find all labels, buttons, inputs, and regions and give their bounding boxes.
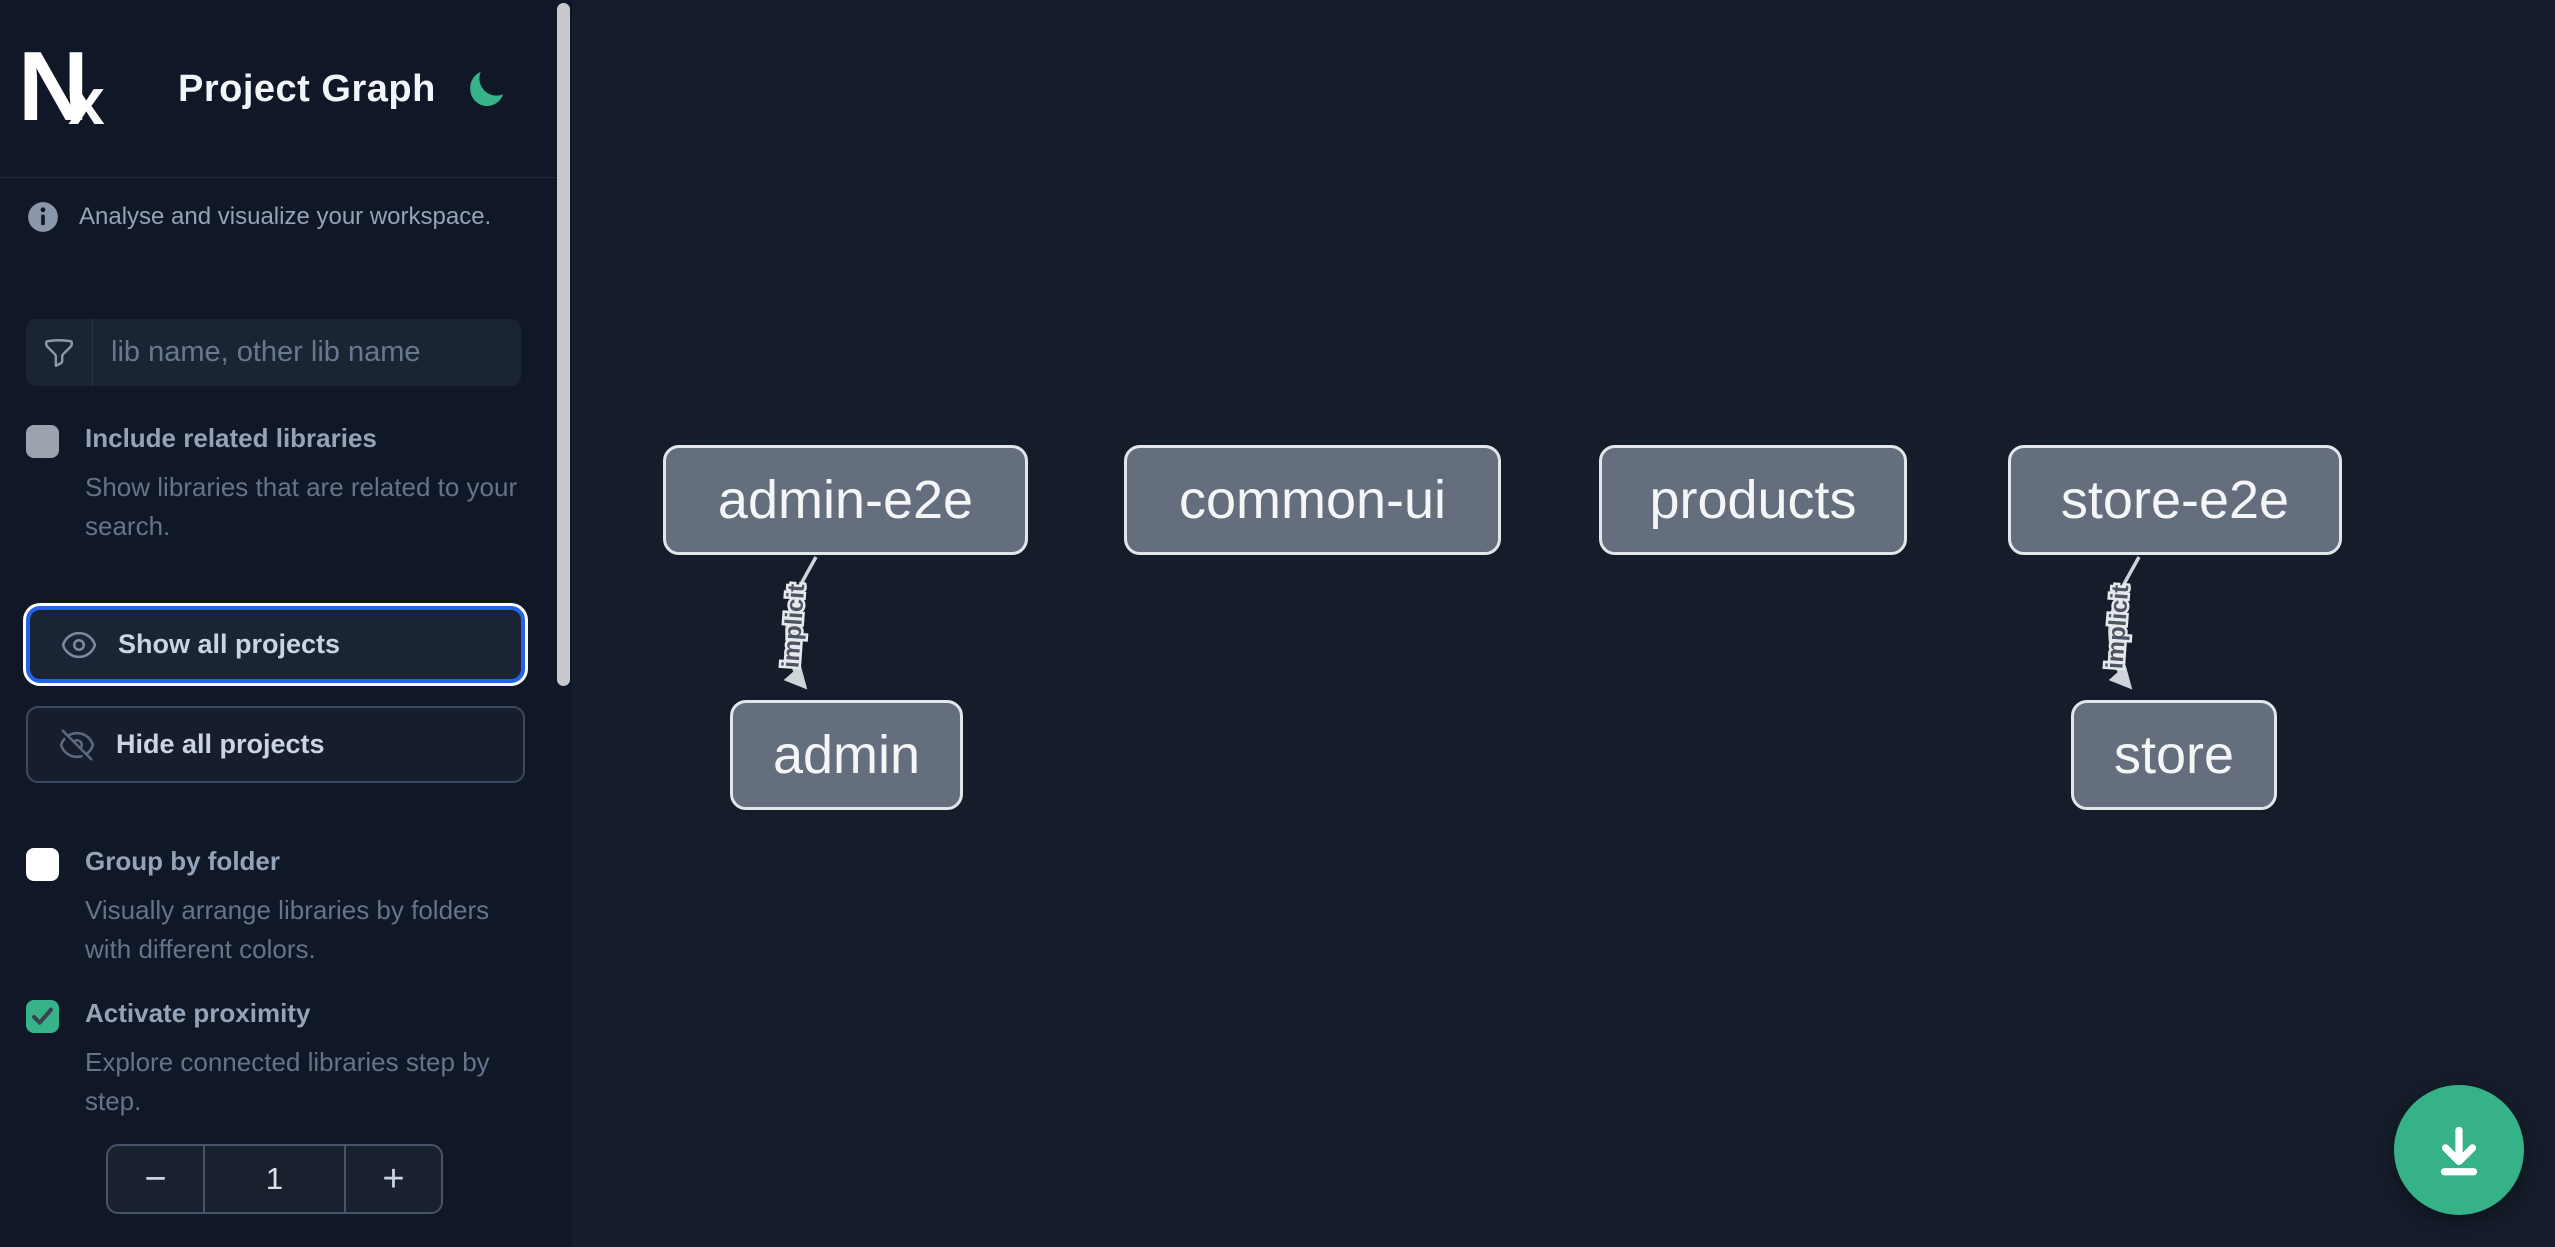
info-icon bbox=[28, 202, 58, 232]
search-input[interactable] bbox=[93, 319, 521, 386]
edge-admin-e2e-admin bbox=[783, 556, 818, 690]
nx-logo-x: x bbox=[68, 64, 105, 134]
dark-mode-toggle[interactable] bbox=[462, 66, 510, 114]
option-description: Explore connected libraries step by step… bbox=[85, 1047, 490, 1116]
activate-proximity-checkbox[interactable] bbox=[26, 1000, 59, 1033]
graph-node-admin[interactable]: admin bbox=[730, 700, 963, 810]
option-label: Group by folder bbox=[85, 846, 280, 876]
project-graph-canvas[interactable]: implicit implicit admin-e2e common-ui pr… bbox=[572, 0, 2555, 1247]
eye-icon bbox=[61, 631, 97, 658]
graph-node-products[interactable]: products bbox=[1599, 445, 1907, 555]
filter-search bbox=[26, 319, 521, 386]
page-title: Project Graph bbox=[178, 68, 436, 110]
funnel-icon bbox=[26, 319, 93, 386]
hide-all-projects-button[interactable]: Hide all projects bbox=[26, 706, 525, 783]
increment-button[interactable]: + bbox=[344, 1146, 441, 1212]
check-icon bbox=[32, 1007, 53, 1025]
hide-all-projects-label: Hide all projects bbox=[116, 729, 325, 759]
show-all-projects-button[interactable]: Show all projects bbox=[26, 606, 525, 683]
option-activate-proximity: Activate proximity Explore connected lib… bbox=[26, 998, 536, 1121]
sidebar-scrollbar[interactable] bbox=[557, 3, 570, 686]
edge-label: implicit bbox=[2101, 584, 2134, 670]
download-graph-button[interactable] bbox=[2394, 1085, 2524, 1215]
include-related-checkbox[interactable] bbox=[26, 425, 59, 458]
download-icon bbox=[2440, 1126, 2478, 1176]
stepper-value: 1 bbox=[265, 1161, 284, 1196]
edge-label: implicit bbox=[777, 583, 810, 669]
nx-logo-icon: N x bbox=[24, 44, 105, 134]
proximity-depth-stepper: − 1 + bbox=[106, 1144, 443, 1214]
graph-edges: implicit implicit bbox=[775, 556, 2141, 690]
edge-store-e2e-store bbox=[2108, 556, 2141, 690]
graph-node-common-ui[interactable]: common-ui bbox=[1124, 445, 1501, 555]
graph-node-store-e2e[interactable]: store-e2e bbox=[2008, 445, 2342, 555]
sidebar: N x Project Graph Analyse and visualize … bbox=[0, 0, 572, 1247]
option-description: Show libraries that are related to your … bbox=[85, 472, 518, 541]
option-group-by-folder: Group by folder Visually arrange librari… bbox=[26, 846, 536, 969]
workspace-info: Analyse and visualize your workspace. bbox=[26, 200, 491, 234]
graph-node-admin-e2e[interactable]: admin-e2e bbox=[663, 445, 1028, 555]
moon-icon bbox=[470, 71, 504, 106]
option-label: Include related libraries bbox=[85, 423, 377, 453]
eye-slash-icon bbox=[59, 728, 95, 761]
option-description: Visually arrange libraries by folders wi… bbox=[85, 895, 490, 964]
workspace-info-text: Analyse and visualize your workspace. bbox=[79, 203, 492, 230]
option-include-related: Include related libraries Show libraries… bbox=[26, 423, 536, 546]
group-by-folder-checkbox[interactable] bbox=[26, 848, 59, 881]
option-label: Activate proximity bbox=[85, 998, 311, 1028]
show-all-projects-label: Show all projects bbox=[118, 629, 341, 659]
graph-node-store[interactable]: store bbox=[2071, 700, 2277, 810]
sidebar-header: N x Project Graph bbox=[0, 0, 557, 178]
nx-logo-n: N bbox=[24, 44, 83, 134]
decrement-button[interactable]: − bbox=[108, 1146, 205, 1212]
